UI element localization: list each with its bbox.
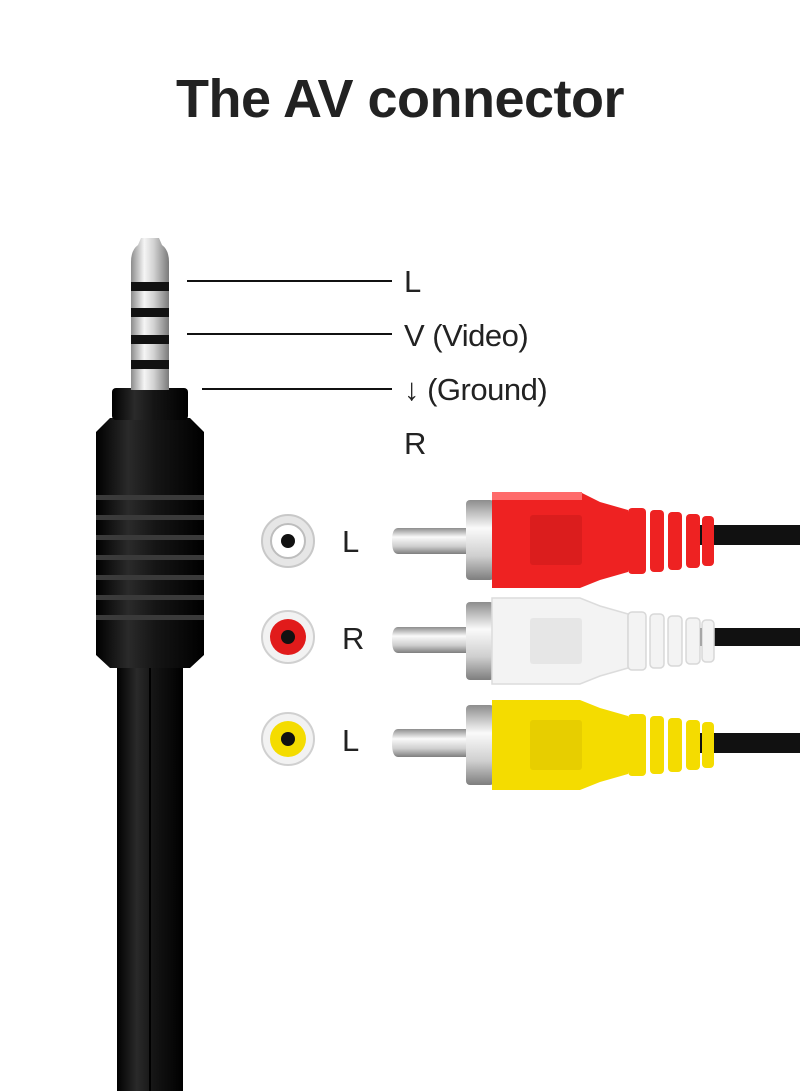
jack-tip <box>131 238 169 290</box>
pin-leader-lines <box>187 280 392 390</box>
jack-body <box>96 418 204 668</box>
rca-plug-red <box>392 492 800 588</box>
rca-plug-white <box>392 597 800 685</box>
jack-neck <box>112 388 188 420</box>
pin-label-video: V (Video) <box>404 318 529 353</box>
pin-label-ground: ↓ (Ground) <box>404 372 548 407</box>
rca-socket-left-white <box>261 514 315 568</box>
jack-plug <box>96 238 204 1091</box>
rca-label-white: L <box>342 524 359 559</box>
rca-socket-right-red <box>261 610 315 664</box>
pin-label-r: R <box>404 426 426 461</box>
rca-label-yellow: L <box>342 723 359 758</box>
page-title: The AV connector <box>175 69 625 129</box>
rca-label-red: R <box>342 621 364 656</box>
rca-plug-yellow <box>392 700 800 790</box>
rca-socket-left-yellow <box>261 712 315 766</box>
pin-label-l: L <box>404 264 421 299</box>
